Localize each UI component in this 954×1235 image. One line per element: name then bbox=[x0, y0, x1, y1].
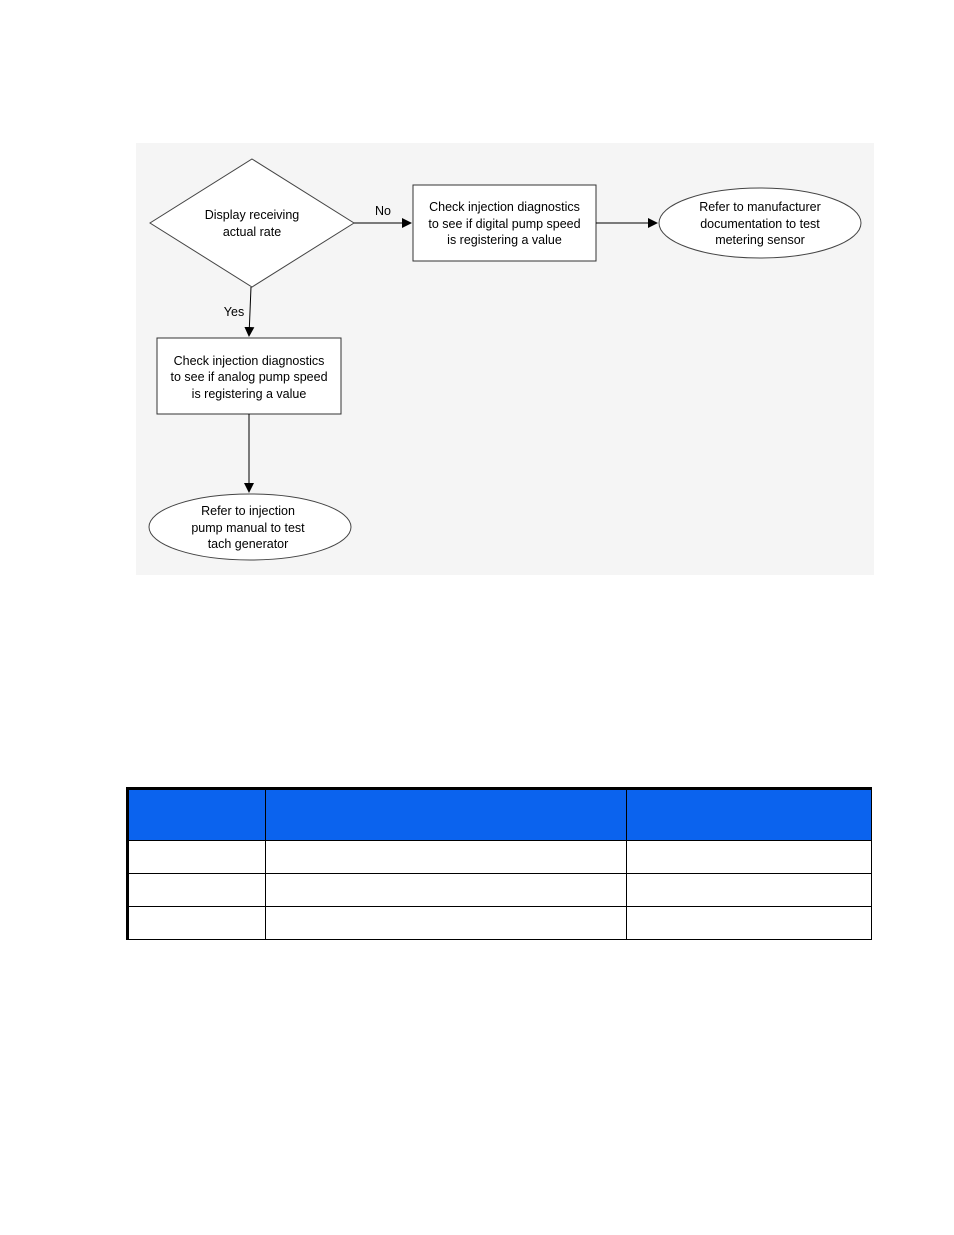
table-cell bbox=[127, 873, 267, 907]
injection-ref-node: Refer to injection pump manual to test t… bbox=[148, 493, 352, 561]
manufacturer-ref-line3: metering sensor bbox=[715, 233, 805, 247]
digital-check-line3: is registering a value bbox=[447, 233, 562, 247]
manufacturer-ref-node: Refer to manufacturer documentation to t… bbox=[658, 187, 862, 259]
table-row bbox=[127, 873, 873, 907]
table-cell bbox=[626, 840, 873, 874]
table-cell bbox=[127, 840, 267, 874]
decision-text-line2: actual rate bbox=[223, 225, 281, 239]
analog-check-node: Check injection diagnostics to see if an… bbox=[156, 337, 342, 415]
injection-ref-line2: pump manual to test bbox=[191, 521, 305, 535]
table-header-cell bbox=[127, 788, 267, 841]
blank-table-container bbox=[126, 787, 873, 940]
analog-check-line3: is registering a value bbox=[192, 387, 307, 401]
table-cell bbox=[626, 906, 873, 940]
table-header-cell bbox=[626, 788, 873, 841]
digital-check-node: Check injection diagnostics to see if di… bbox=[412, 184, 597, 262]
table-cell bbox=[265, 906, 627, 940]
analog-check-line1: Check injection diagnostics bbox=[174, 354, 325, 368]
blank-table bbox=[126, 787, 873, 940]
table-header-row bbox=[127, 788, 873, 841]
table-cell bbox=[265, 840, 627, 874]
edge-yes-arrow bbox=[244, 286, 255, 337]
table-cell bbox=[127, 906, 267, 940]
injection-ref-line1: Refer to injection bbox=[201, 504, 295, 518]
decision-text-line1: Display receiving bbox=[205, 208, 300, 222]
injection-ref-line3: tach generator bbox=[208, 537, 289, 551]
manufacturer-ref-line1: Refer to manufacturer bbox=[699, 200, 821, 214]
digital-check-line2: to see if digital pump speed bbox=[428, 217, 580, 231]
manufacturer-ref-line2: documentation to test bbox=[700, 217, 820, 231]
flowchart: Display receiving actual rate No Check i… bbox=[148, 158, 862, 561]
table-row bbox=[127, 840, 873, 874]
edge-no-label: No bbox=[375, 204, 391, 218]
table-header-cell bbox=[265, 788, 627, 841]
analog-check-line2: to see if analog pump speed bbox=[170, 370, 327, 384]
decision-node: Display receiving actual rate bbox=[149, 158, 355, 288]
digital-check-line1: Check injection diagnostics bbox=[429, 200, 580, 214]
table-cell bbox=[626, 873, 873, 907]
table-row bbox=[127, 906, 873, 940]
table-cell bbox=[265, 873, 627, 907]
edge-yes-label: Yes bbox=[224, 305, 244, 319]
